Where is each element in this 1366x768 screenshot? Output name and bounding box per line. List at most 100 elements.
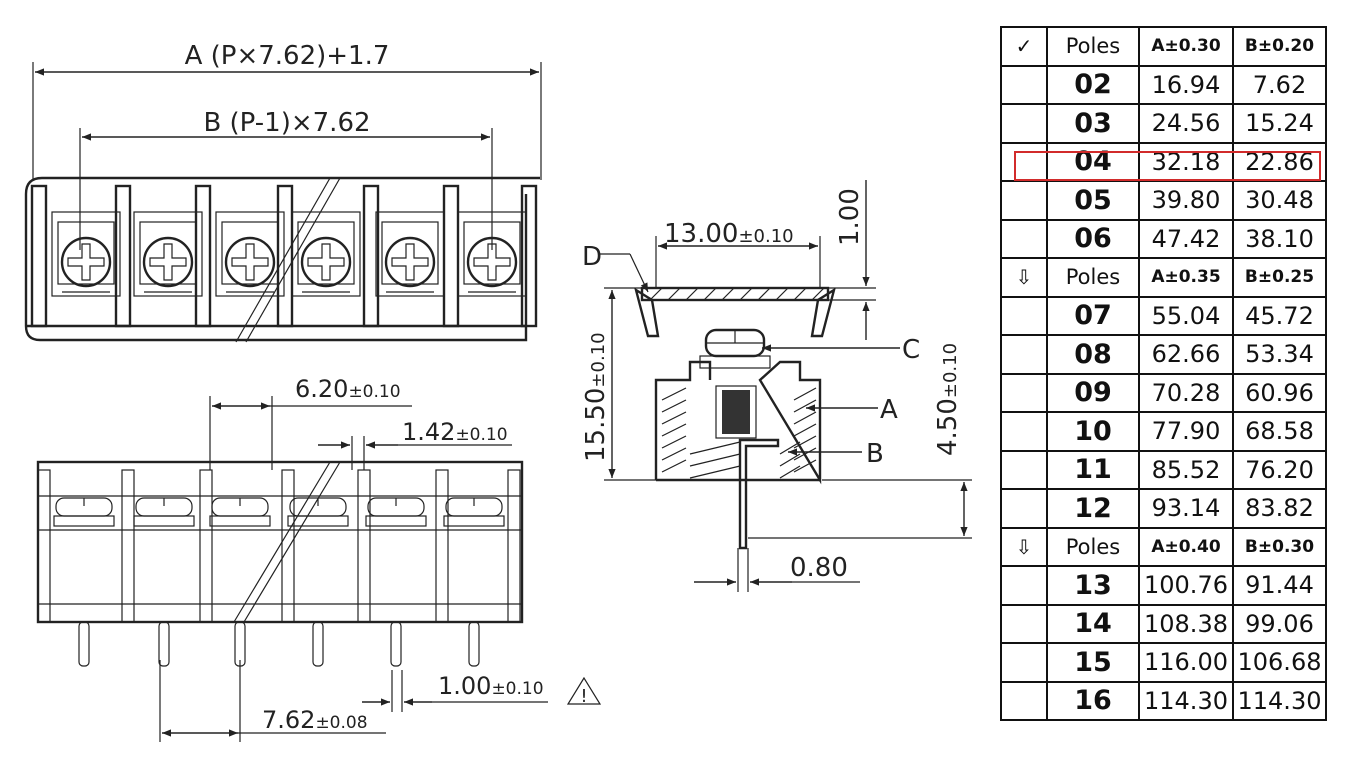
row-marker-cell: [1000, 642, 1048, 683]
header-b-tolerance: B±0.20: [1232, 26, 1327, 67]
poles-cell: 09: [1046, 372, 1140, 413]
dim-a-cell: 108.38: [1138, 603, 1234, 644]
dim-a-cell: 116.00: [1138, 642, 1234, 683]
height-dim-label: 15.50±0.10: [581, 332, 611, 462]
dim-b-label: B (P-1)×7.62: [203, 108, 370, 138]
poles-cell: 07: [1046, 295, 1140, 336]
front-screw-icon: [443, 497, 505, 667]
pin-width-label: 0.80: [790, 553, 848, 583]
row-marker-cell: [1000, 64, 1048, 105]
thickness-dim-label: 1.42±0.10: [402, 418, 508, 446]
front-screw-icon: [133, 497, 195, 667]
dim-a-cell: 114.30: [1138, 680, 1234, 721]
pin-dim-label: 1.00±0.10: [438, 672, 544, 700]
dim-a-cell: 70.28: [1138, 372, 1234, 413]
dim-b-cell: 76.20: [1232, 449, 1327, 490]
front-screw-icon: [209, 497, 271, 667]
screw-terminal-icon: [291, 211, 361, 297]
screw-terminal-icon: [51, 211, 121, 297]
side-view: 13.00±0.10 1.00 15.50±0.10 D: [581, 180, 972, 592]
callout-a: A: [880, 395, 898, 425]
header-b-tolerance: B±0.25: [1232, 257, 1327, 298]
front-terminal-row: [37, 469, 521, 667]
front-screw-icon: [287, 497, 349, 667]
row-marker-cell: [1000, 488, 1048, 529]
poles-cell: 16: [1046, 680, 1140, 721]
dim-b-cell: 45.72: [1232, 295, 1327, 336]
header-mark: ⇩: [1000, 526, 1048, 567]
row-marker-cell: [1000, 449, 1048, 490]
poles-cell: 10: [1046, 411, 1140, 452]
pin-icon: [234, 621, 246, 667]
row-marker-cell: [1000, 680, 1048, 721]
warning-triangle-icon: [566, 676, 602, 705]
poles-cell: 15: [1046, 642, 1140, 683]
dim-b-cell: 99.06: [1232, 603, 1327, 644]
poles-cell: 14: [1046, 603, 1140, 644]
header-b-tolerance: B±0.30: [1232, 526, 1327, 567]
row-marker-cell: [1000, 180, 1048, 221]
row-marker-cell: [1000, 295, 1048, 336]
callout-c: C: [902, 335, 920, 365]
header-mark: ⇩: [1000, 257, 1048, 298]
dim-a-cell: 62.66: [1138, 334, 1234, 375]
pin: [738, 438, 780, 550]
poles-cell: 13: [1046, 565, 1140, 606]
technical-drawing: A (P×7.62)+1.7 B (P-1)×7.62 6.20±0.10 1.…: [24, 41, 972, 742]
row-marker-cell: [1000, 218, 1048, 259]
header-mark: ✓: [1000, 26, 1048, 67]
pin-icon: [312, 621, 324, 667]
row-marker-cell: [1000, 603, 1048, 644]
dim-a-cell: 77.90: [1138, 411, 1234, 452]
poles-cell: 06: [1046, 218, 1140, 259]
screw-terminal-icon: [133, 211, 203, 297]
dim-b-cell: 91.44: [1232, 565, 1327, 606]
dim-b-cell: 30.48: [1232, 180, 1327, 221]
width-dim-label: 13.00±0.10: [664, 219, 794, 249]
dim-a-cell: 32.18: [1138, 141, 1234, 182]
callout-b: B: [866, 439, 884, 469]
row-marker-cell: [1000, 411, 1048, 452]
dim-b-cell: 106.68: [1232, 642, 1327, 683]
selected-row-highlight: [1014, 151, 1321, 181]
pin-icon: [78, 621, 90, 667]
header-a-tolerance: A±0.30: [1138, 26, 1234, 67]
header-poles: Poles: [1046, 526, 1140, 567]
row-marker-cell: [1000, 334, 1048, 375]
top-view: A (P×7.62)+1.7 B (P-1)×7.62: [24, 41, 542, 343]
pin-icon: [390, 621, 402, 667]
dim-a-cell: 93.14: [1138, 488, 1234, 529]
dim-a-cell: 16.94: [1138, 64, 1234, 105]
poles-cell: 11: [1046, 449, 1140, 490]
callout-d: D: [582, 242, 602, 272]
header-poles: Poles: [1046, 26, 1140, 67]
poles-cell: 12: [1046, 488, 1140, 529]
dim-a-label: A (P×7.62)+1.7: [185, 41, 390, 71]
dim-b-cell: 68.58: [1232, 411, 1327, 452]
row-marker-cell: [1000, 103, 1048, 144]
dim-a-cell: 100.76: [1138, 565, 1234, 606]
front-view: 6.20±0.10 1.42±0.10 7.62±0.08 1.00±0.10 …: [36, 375, 602, 742]
poles-cell: 05: [1046, 180, 1140, 221]
poles-cell: 02: [1046, 64, 1140, 105]
pin-icon: [468, 621, 480, 667]
dim-a-cell: 85.52: [1138, 449, 1234, 490]
screw-terminal-icon: [375, 211, 445, 297]
poles-cell: 08: [1046, 334, 1140, 375]
header-poles: Poles: [1046, 257, 1140, 298]
dim-a-cell: 55.04: [1138, 295, 1234, 336]
